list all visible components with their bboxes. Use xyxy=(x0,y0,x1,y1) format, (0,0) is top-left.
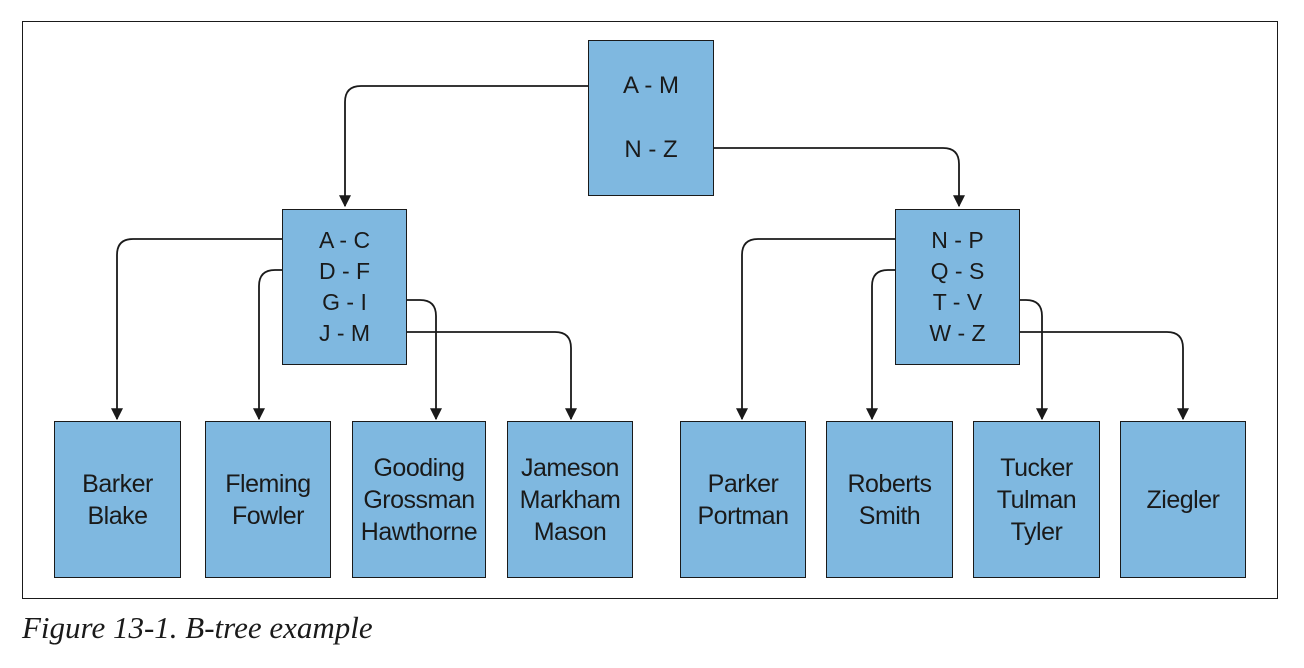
edge-ac-to-barker xyxy=(111,238,282,421)
leaf-name: Fleming xyxy=(225,469,311,498)
leaf-name: Mason xyxy=(533,517,607,546)
leaf-name: Tyler xyxy=(1010,517,1063,546)
range-t-v: T - V xyxy=(932,289,983,315)
leaf-name: Barker xyxy=(82,469,153,498)
edge-gi-to-gooding xyxy=(407,299,442,421)
leaf-name: Ziegler xyxy=(1146,485,1220,514)
edge-df-to-fleming xyxy=(253,269,282,421)
inner-node-right: N - P Q - S T - V W - Z xyxy=(895,209,1020,365)
edge-tv-to-tucker xyxy=(1020,299,1048,421)
leaf-name: Gooding xyxy=(373,453,465,482)
leaf-name: Grossman xyxy=(363,485,475,514)
leaf-name: Markham xyxy=(519,485,621,514)
leaf-name: Roberts xyxy=(847,469,932,498)
edge-root-to-right xyxy=(714,147,965,208)
edge-root-to-left xyxy=(339,85,588,208)
leaf-fleming-fowler: Fleming Fowler xyxy=(205,421,331,578)
leaf-name: Fowler xyxy=(231,501,305,530)
range-n-p: N - P xyxy=(931,227,984,253)
edge-wz-to-ziegler xyxy=(1020,331,1189,421)
inner-node-left: A - C D - F G - I J - M xyxy=(282,209,407,365)
leaf-name: Parker xyxy=(707,469,779,498)
root-range-1: A - M xyxy=(622,72,679,99)
leaf-ziegler: Ziegler xyxy=(1120,421,1246,578)
leaf-barker-blake: Barker Blake xyxy=(54,421,181,578)
leaf-jameson-markham-mason: Jameson Markham Mason xyxy=(507,421,633,578)
edge-qs-to-roberts xyxy=(866,269,895,421)
leaf-tucker-tulman-tyler: Tucker Tulman Tyler xyxy=(973,421,1100,578)
leaf-name: Tucker xyxy=(1000,453,1073,482)
leaf-name: Blake xyxy=(87,501,148,530)
leaf-name: Jameson xyxy=(521,453,619,482)
root-range-2: N - Z xyxy=(624,136,678,163)
range-d-f: D - F xyxy=(318,258,371,284)
range-w-z: W - Z xyxy=(929,320,986,346)
figure-caption: Figure 13-1. B-tree example xyxy=(22,610,373,645)
edge-np-to-parker xyxy=(736,238,895,421)
leaf-name: Hawthorne xyxy=(360,517,478,546)
edge-jm-to-jameson xyxy=(407,331,577,421)
leaf-name: Smith xyxy=(858,501,921,530)
range-a-c: A - C xyxy=(318,227,371,253)
range-g-i: G - I xyxy=(322,289,367,315)
leaf-name: Tulman xyxy=(996,485,1077,514)
range-j-m: J - M xyxy=(318,320,371,346)
leaf-gooding-grossman-hawthorne: Gooding Grossman Hawthorne xyxy=(352,421,486,578)
range-q-s: Q - S xyxy=(930,258,985,284)
root-node: A - M N - Z xyxy=(588,40,714,196)
leaf-roberts-smith: Roberts Smith xyxy=(826,421,953,578)
leaf-name: Portman xyxy=(697,501,789,530)
leaf-parker-portman: Parker Portman xyxy=(680,421,806,578)
